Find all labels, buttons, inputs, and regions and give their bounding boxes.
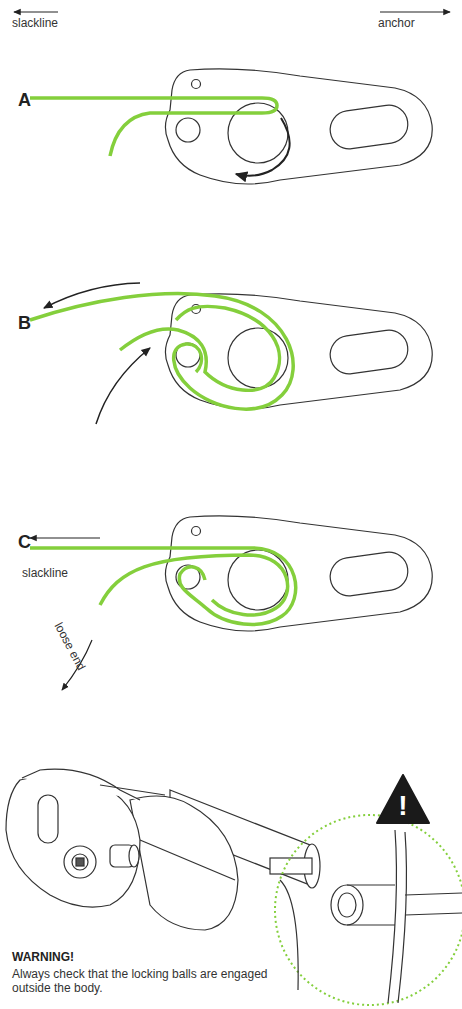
step-letter: C: [18, 532, 31, 554]
step-letter: B: [18, 313, 31, 335]
device-step-a: [30, 69, 432, 184]
warning-mark: !: [376, 774, 430, 822]
direction-arrow: [380, 11, 450, 12]
direction-label: slackline: [12, 16, 58, 30]
rope-label: slackline: [22, 566, 68, 580]
rope-label: loose end: [51, 620, 88, 673]
detail-magnifier: [275, 815, 462, 1005]
warning-text: Always check that the locking balls are …: [12, 967, 302, 996]
warning-triangle: !: [376, 774, 430, 824]
direction-label: anchor: [378, 16, 415, 30]
device-3d: [6, 769, 320, 930]
device-step-b: [30, 283, 432, 424]
device-step-c: [30, 516, 432, 690]
direction-arrow: [14, 11, 58, 12]
step-letter: A: [18, 90, 31, 112]
warning-heading: WARNING!: [12, 950, 74, 964]
